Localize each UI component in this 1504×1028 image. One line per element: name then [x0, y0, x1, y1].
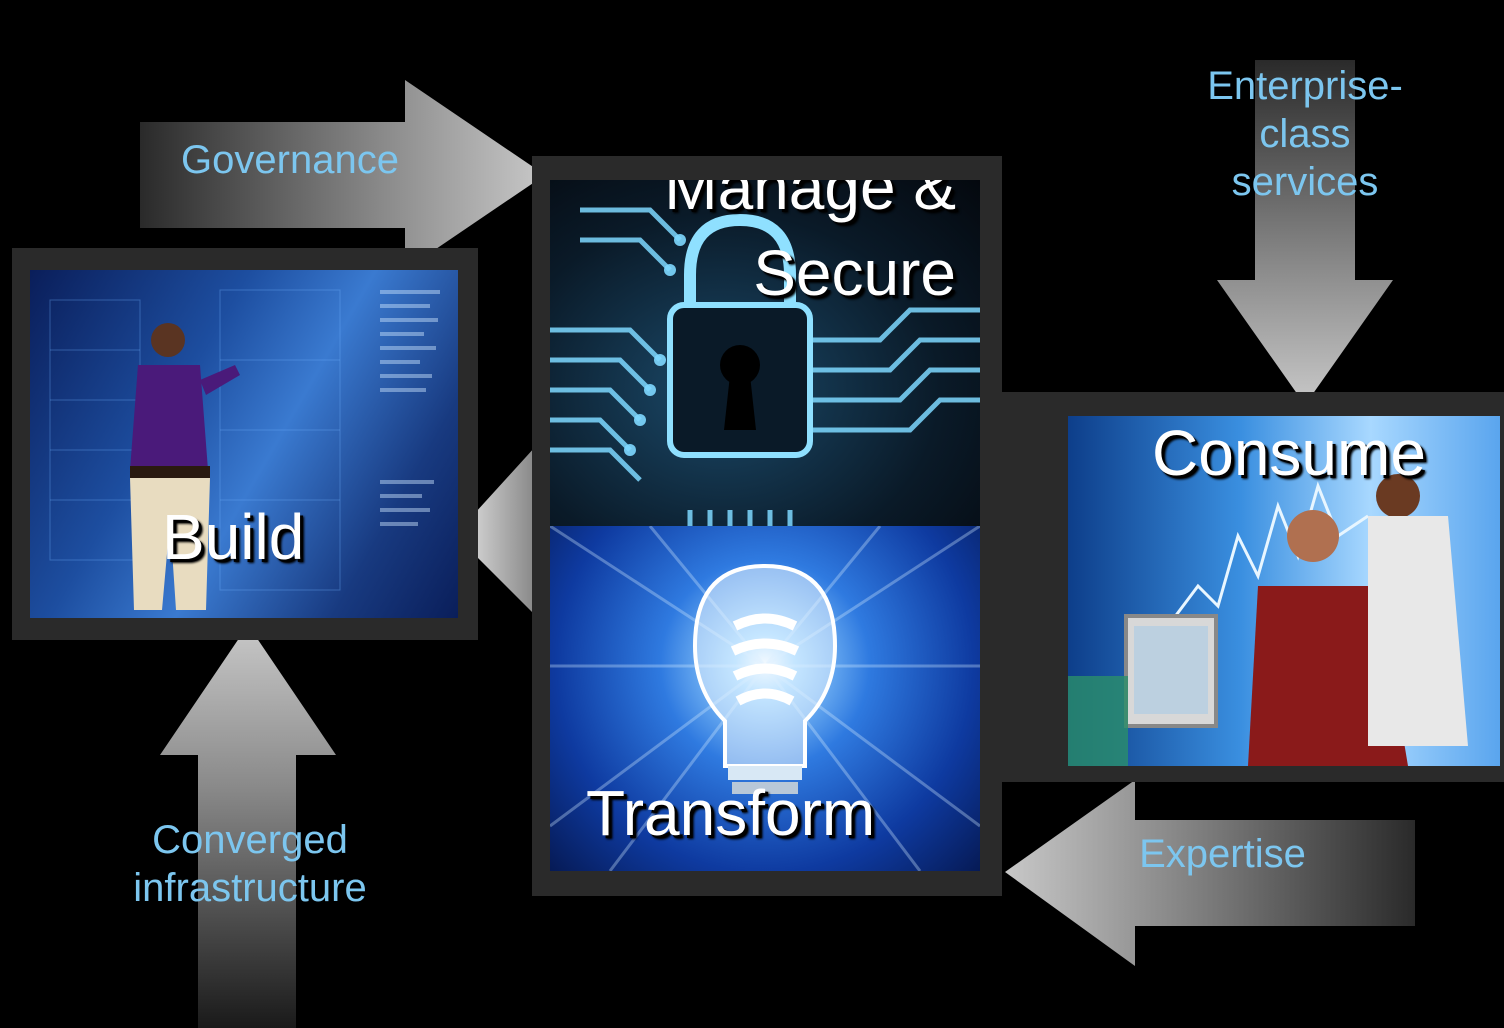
left-connector-arrow: [455, 425, 555, 635]
enterprise-arrow: [1215, 60, 1395, 410]
governance-label: Governance: [181, 138, 399, 182]
person-standing: [1368, 474, 1468, 746]
expertise-label: Expertise: [1139, 832, 1306, 876]
converged-label: Converged infrastructure: [133, 818, 367, 910]
consume-image: [1068, 474, 1468, 766]
build-title: Build: [162, 501, 305, 573]
circuit-image: [550, 207, 980, 530]
manage-panel: Manage & Secure: [550, 180, 980, 530]
lightbulb-image: [550, 526, 980, 871]
build-panel: Build: [30, 270, 458, 618]
consume-title: Consume: [1152, 417, 1426, 489]
manage-title: Manage & Secure: [664, 180, 956, 310]
transform-panel: Transform: [550, 526, 980, 871]
build-image: [49, 289, 440, 610]
enterprise-label: Enterprise- class services: [1207, 64, 1403, 204]
governance-arrow: [140, 80, 560, 280]
lightbulb-icon: [692, 563, 838, 794]
technician-figure: [130, 323, 240, 610]
padlock-keyhole-icon: [667, 213, 813, 458]
transform-title: Transform: [586, 777, 876, 849]
expertise-arrow: [1005, 780, 1415, 970]
converged-arrow: [158, 625, 338, 1028]
consume-panel: Consume: [1068, 416, 1500, 766]
